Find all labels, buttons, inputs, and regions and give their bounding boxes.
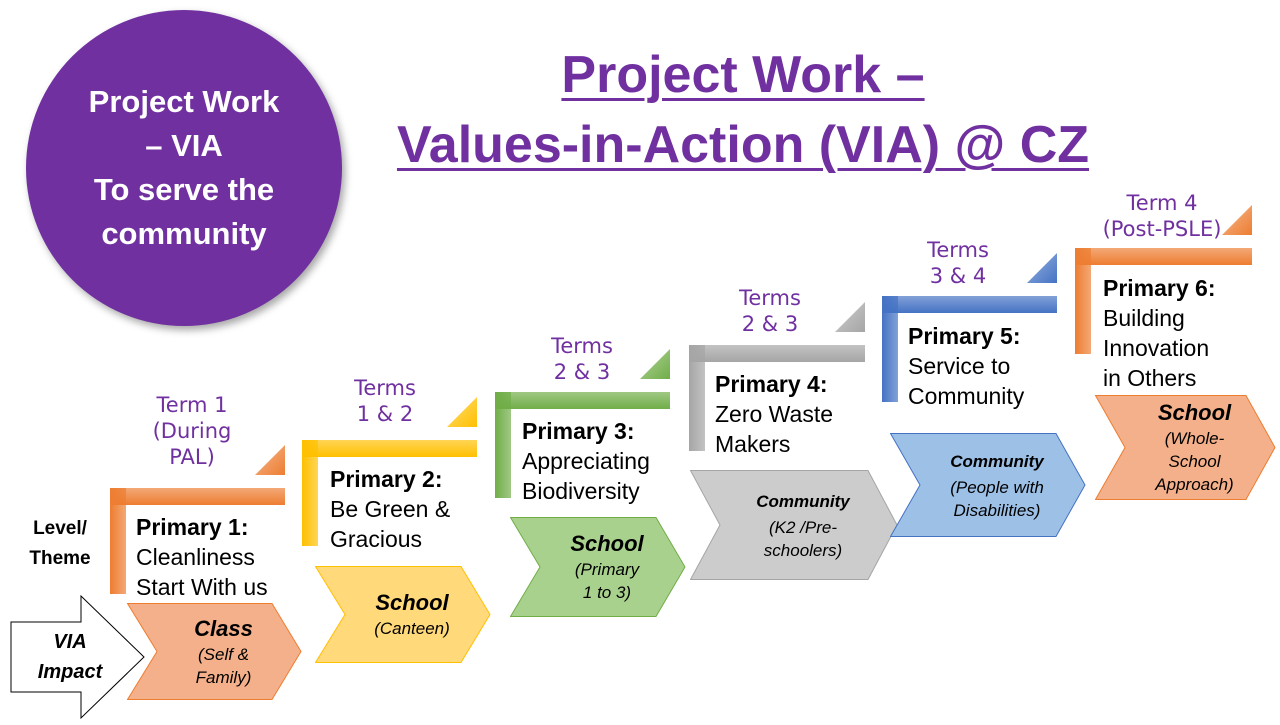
impact-chevron: Class (Self & Family)	[127, 603, 302, 700]
level-title: Primary 5:	[908, 323, 1021, 349]
step-bracket	[689, 345, 865, 451]
chevron-shape	[510, 517, 686, 617]
theme-line: in Others	[1103, 365, 1197, 391]
impact-title: School	[375, 590, 449, 615]
theme-line: Start With us	[136, 574, 268, 600]
impact-title: Community	[756, 492, 850, 511]
title-line-1: Project Work –	[561, 46, 925, 104]
impact-title: Class	[194, 615, 253, 641]
term-line: 3 & 4	[929, 264, 987, 288]
term-line: 2 & 3	[741, 312, 799, 336]
impact-detail: schoolers)	[763, 541, 843, 560]
chevron-shape	[1095, 395, 1276, 500]
impact-detail: Approach)	[1155, 475, 1234, 494]
impact-detail: School	[1168, 452, 1221, 471]
theme-line: Gracious	[330, 526, 423, 552]
theme-line: Zero Waste	[715, 401, 834, 427]
chevron-shape	[315, 566, 491, 663]
impact-detail: (Canteen)	[374, 619, 450, 638]
term-line: (During	[152, 419, 232, 443]
term-line: PAL)	[169, 445, 215, 469]
theme-line: Be Green &	[330, 496, 451, 522]
title-line-2: Values-in-Action (VIA) @ CZ	[396, 116, 1090, 174]
step-bracket	[495, 392, 670, 498]
impact-detail: Family)	[195, 667, 252, 687]
chevron-shape	[127, 603, 302, 700]
theme-line: Makers	[715, 431, 791, 457]
term-line: Terms	[739, 286, 801, 310]
term-line: Term 1	[156, 393, 228, 417]
impact-detail: (Primary	[574, 560, 640, 579]
theme-line: Biodiversity	[522, 478, 640, 504]
term-line: Terms	[927, 238, 989, 262]
theme-line: Appreciating	[522, 448, 650, 474]
impact-chevron: School (Primary 1 to 3)	[510, 517, 686, 617]
impact-detail: Disabilities)	[953, 501, 1041, 520]
theme-line: Innovation	[1103, 335, 1210, 361]
theme-line: Cleanliness	[136, 544, 255, 570]
level-title: Primary 2:	[330, 466, 443, 492]
impact-detail: (Self &	[197, 644, 250, 664]
impact-detail: (K2 /Pre-	[768, 518, 838, 537]
stage-text: Primary 5: Service to Community	[908, 321, 1024, 411]
term-line: Terms	[354, 376, 416, 400]
impact-detail: 1 to 3)	[582, 583, 632, 602]
impact-title: Community	[950, 452, 1044, 471]
level-title: Primary 6:	[1103, 275, 1216, 301]
term-line: Term 4	[1126, 191, 1198, 215]
summary-circle: Project Work – VIA To serve the communit…	[26, 10, 342, 326]
impact-detail: (Whole-	[1164, 429, 1225, 448]
impact-chevron: Community (K2 /Pre-schoolers)	[690, 470, 898, 580]
level-title: Primary 1:	[136, 514, 249, 540]
arrow-right-icon	[10, 594, 145, 720]
term-line: 1 & 2	[356, 402, 414, 426]
term-label: Term 4(Post-PSLE)	[1087, 190, 1237, 242]
circle-line: community	[101, 216, 267, 251]
impact-chevron: School (Canteen)	[315, 566, 491, 663]
term-line: 2 & 3	[553, 360, 611, 384]
impact-title: School	[570, 531, 644, 556]
theme-line: Community	[908, 383, 1025, 409]
term-line: (Post-PSLE)	[1102, 217, 1222, 241]
theme-line: Service to	[908, 353, 1011, 379]
step-bracket	[110, 488, 285, 594]
term-line: Terms	[551, 334, 613, 358]
theme-line: Building	[1103, 305, 1185, 331]
stage-text: Primary 2: Be Green & Gracious	[330, 464, 450, 554]
level-title: Primary 4:	[715, 371, 828, 397]
impact-title: School	[1157, 400, 1232, 425]
level-label: Level/	[33, 518, 87, 539]
level-theme-label: Level/ Theme	[22, 514, 98, 574]
step-bracket	[882, 296, 1057, 402]
chevron-shape	[690, 470, 898, 580]
step-bracket	[302, 440, 477, 546]
via-label: VIA	[53, 631, 87, 653]
level-title: Primary 3:	[522, 418, 635, 444]
via-impact-arrow: VIA Impact	[10, 594, 146, 725]
step-bracket	[1075, 248, 1252, 354]
impact-label: Impact	[37, 661, 103, 683]
circle-line: To serve the	[93, 172, 275, 207]
theme-label: Theme	[29, 548, 91, 569]
page-title: Project Work – Values-in-Action (VIA) @ …	[340, 40, 1146, 180]
circle-line: Project Work	[88, 84, 280, 119]
impact-detail: (People with	[950, 478, 1044, 497]
circle-line: – VIA	[145, 128, 223, 163]
chevron-shape	[890, 433, 1086, 537]
